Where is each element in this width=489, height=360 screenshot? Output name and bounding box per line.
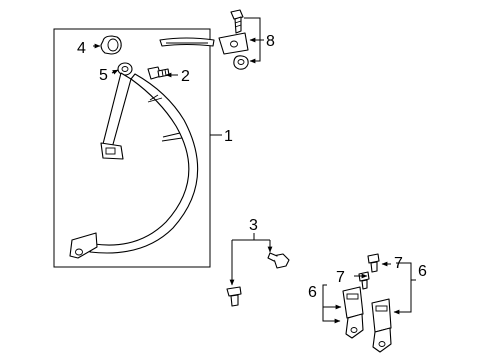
callout-7-lower: 7 (336, 269, 345, 286)
trim-cover-part[interactable] (159, 37, 215, 47)
callout-labels: 1 2 3 4 5 6 6 7 7 8 (77, 33, 427, 301)
callout-5: 5 (99, 67, 108, 84)
lower-anchor-plate-part[interactable] (69, 232, 98, 259)
guide-cap-part[interactable] (100, 35, 122, 55)
nut-part[interactable] (233, 55, 249, 70)
bolt-part[interactable] (367, 253, 380, 273)
assembly-frame (53, 28, 211, 268)
bracket-part[interactable] (218, 32, 249, 55)
bolt-part[interactable] (358, 271, 370, 290)
bolt-part[interactable] (226, 286, 242, 307)
seat-belt-buckle-part[interactable] (371, 298, 392, 353)
belt-tongue-part[interactable] (100, 142, 124, 160)
callout-3: 3 (249, 217, 258, 234)
callout-7-upper: 7 (394, 255, 403, 272)
callout-8: 8 (266, 33, 275, 50)
callout-6-left: 6 (308, 284, 317, 301)
callout-2: 2 (181, 68, 190, 85)
callout-4: 4 (77, 40, 86, 57)
leader-lines (93, 17, 416, 324)
seat-belt-buckle-part[interactable] (342, 286, 364, 339)
washer-part[interactable] (117, 62, 133, 76)
callout-1: 1 (224, 128, 233, 145)
belt-webbing-part[interactable] (89, 72, 199, 254)
anchor-bolt-part[interactable] (147, 66, 170, 80)
callout-6-right: 6 (418, 263, 427, 280)
bolt-part[interactable] (230, 9, 244, 34)
bolt-part[interactable] (267, 252, 290, 269)
